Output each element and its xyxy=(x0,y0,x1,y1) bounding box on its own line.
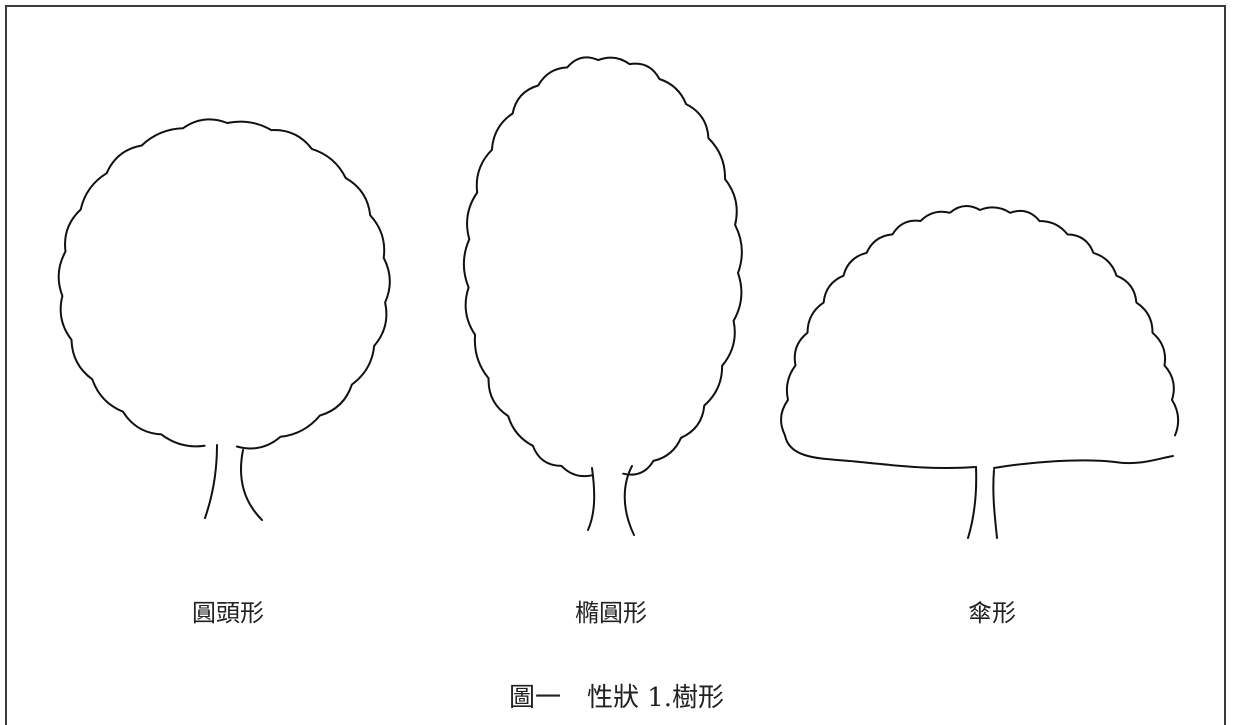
round-tree-trunk-right xyxy=(240,449,263,521)
elliptical-tree-canopy xyxy=(462,56,743,478)
elliptical-tree-label: 橢圓形 xyxy=(575,599,647,627)
round-tree-canopy xyxy=(57,118,391,450)
round-tree-trunk-left xyxy=(204,444,218,519)
umbrella-tree-canopy-base xyxy=(784,434,1174,470)
umbrella-tree-trunk-right xyxy=(992,469,998,539)
umbrella-tree-canopy xyxy=(780,205,1180,437)
round-tree-label: 圓頭形 xyxy=(192,599,264,627)
elliptical-tree-trunk-left xyxy=(587,467,596,531)
umbrella-tree-trunk-left xyxy=(967,466,978,539)
figure-frame xyxy=(5,5,1226,725)
figure-caption: 圖一 性狀 1.樹形 xyxy=(508,683,725,713)
elliptical-tree-trunk-right xyxy=(623,465,635,536)
umbrella-tree-label: 傘形 xyxy=(968,599,1016,627)
